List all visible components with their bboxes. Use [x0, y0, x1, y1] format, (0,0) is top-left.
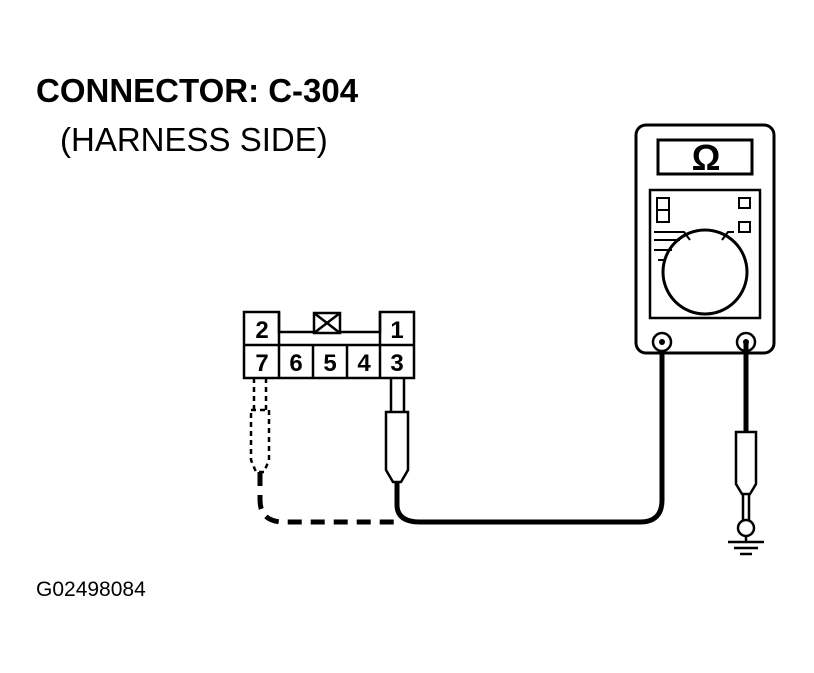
probe-pin-3 — [384, 378, 410, 484]
connector-title: CONNECTOR: C-304 — [36, 72, 359, 109]
pin-5: 5 — [323, 350, 336, 377]
pin-6: 6 — [289, 350, 302, 377]
probe-pin-7-dashed — [249, 378, 271, 474]
ground-probe — [734, 430, 758, 538]
pin-3: 3 — [390, 350, 403, 377]
test-lead-wire — [394, 342, 665, 525]
ground-icon — [728, 536, 764, 556]
multimeter — [634, 123, 776, 355]
pin-4: 4 — [357, 350, 371, 377]
meter-display — [656, 138, 754, 176]
pin-7: 7 — [255, 350, 268, 377]
connector-key-icon — [312, 311, 342, 335]
ohm-symbol: Ω — [692, 137, 721, 178]
harness-side-label: (HARNESS SIDE) — [60, 121, 328, 158]
pin-2: 2 — [255, 317, 268, 344]
meter-dial — [661, 228, 749, 316]
dashed-lead-wire — [257, 472, 400, 525]
meter-range-marks-icon — [654, 197, 751, 261]
pin-1: 1 — [390, 317, 403, 344]
connector-c304 — [242, 310, 416, 380]
figure-id: G02498084 — [36, 578, 146, 601]
